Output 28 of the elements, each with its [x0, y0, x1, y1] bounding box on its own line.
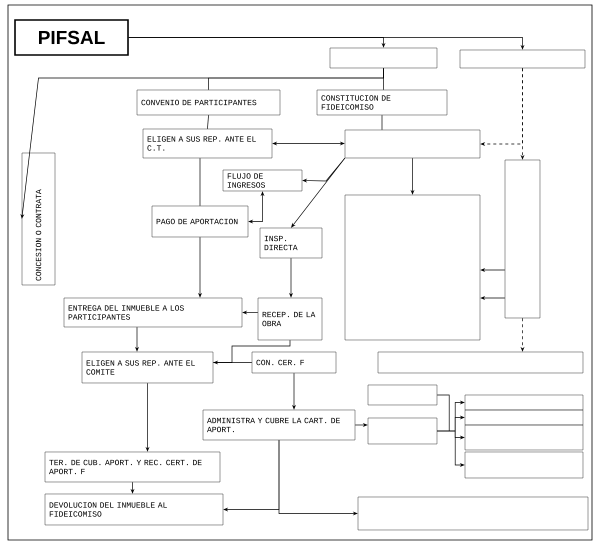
- process-box: [368, 384, 438, 406]
- process-box: [464, 452, 584, 478]
- title-box: PIFSAL: [14, 19, 129, 56]
- process-box: [464, 394, 584, 410]
- process-box: ENTREGA DEL INMUEBLE A LOS PARTICIPANTES: [64, 298, 242, 328]
- process-box: CONVENIO DE PARTICIPANTES: [136, 90, 280, 116]
- process-box: [344, 194, 480, 340]
- process-box: [330, 48, 438, 68]
- process-box: PAGO DE APORTACION: [152, 206, 248, 238]
- process-box: CONSTITUCION DE FIDEICOMISO: [316, 90, 448, 116]
- process-box: [464, 424, 584, 450]
- process-box: [504, 160, 540, 318]
- process-box: RECEP. DE LA OBRA: [258, 298, 322, 340]
- process-box: ELIGEN A SUS REP. ANTE EL C.T.: [142, 128, 272, 158]
- process-box: ADMINISTRA Y CUBRE LA CART. DE APORT.: [202, 410, 356, 440]
- process-box: FLUJO DE INGRESOS: [222, 170, 302, 192]
- process-box: [378, 352, 584, 374]
- process-box: CON. CER. F: [252, 352, 336, 374]
- process-box: CONCESION O CONTRATA: [22, 152, 56, 286]
- process-box: [460, 50, 586, 68]
- process-box: ELIGEN A SUS REP. ANTE EL COMITE: [82, 352, 214, 384]
- process-box: [368, 418, 438, 444]
- process-box: [358, 496, 588, 530]
- process-box: INSP. DIRECTA: [260, 228, 322, 258]
- process-box: [344, 130, 480, 158]
- process-box: TER. DE CUB. APORT. Y REC. CERT. DE APORT. F: [44, 452, 220, 482]
- process-box: DEVOLUCION DEL INMUEBLE AL FIDEICOMISO: [44, 494, 224, 526]
- process-box: [464, 410, 584, 426]
